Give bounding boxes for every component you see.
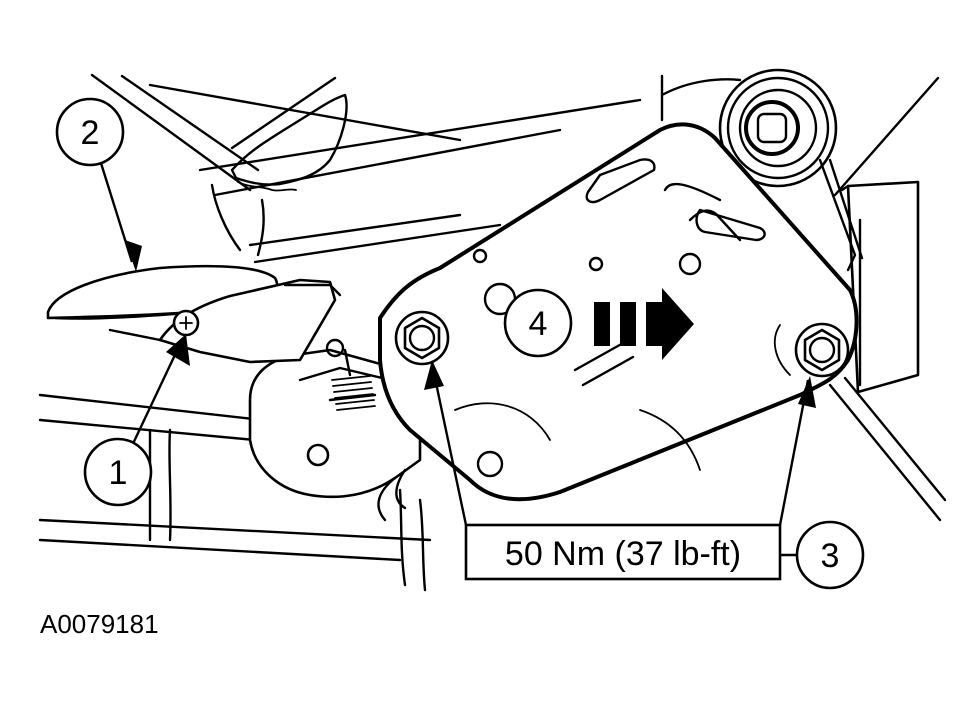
callout-4: 4	[503, 288, 573, 358]
callout-3-label: 3	[821, 537, 840, 575]
torque-spec-box: 50 Nm (37 lb-ft)	[464, 523, 782, 581]
callout-1: 1	[83, 437, 153, 507]
lower-mechanism	[248, 338, 422, 522]
direction-arrow	[594, 288, 694, 360]
bolt-right	[794, 322, 850, 378]
torque-spec-label: 50 Nm (37 lb-ft)	[505, 535, 741, 573]
callout-4-label: 4	[529, 305, 548, 343]
pedal-assembly	[46, 264, 342, 364]
figure-id: A0079181	[40, 609, 159, 639]
leader-lines	[98, 159, 816, 557]
callout-1-label: 1	[109, 454, 128, 492]
callout-3: 3	[795, 520, 865, 590]
callout-2: 2	[55, 97, 125, 167]
cable-reel	[718, 68, 864, 272]
callout-2-label: 2	[81, 114, 100, 152]
bolt-left	[394, 310, 450, 366]
